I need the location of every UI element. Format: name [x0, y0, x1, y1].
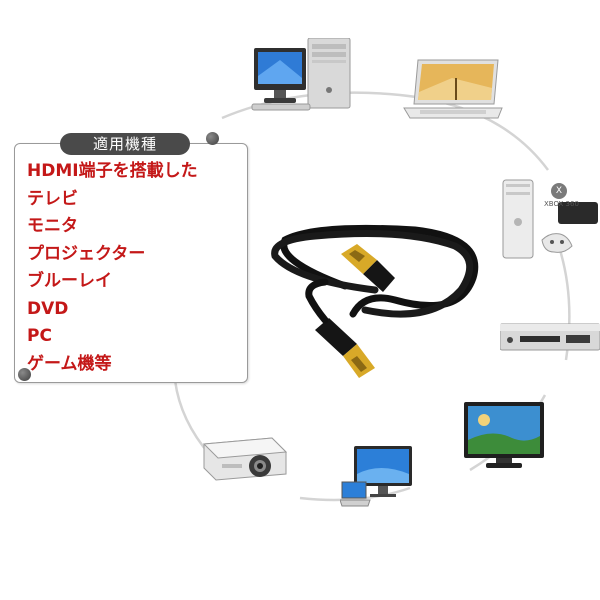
desktop-pc-icon [251, 38, 351, 111]
monitor-icon [340, 446, 412, 507]
flat-tv-icon [464, 402, 544, 468]
xbox-label: XBOX 360 [544, 200, 579, 208]
list-item: DVD [27, 298, 69, 319]
card-dot-top-right [206, 132, 219, 145]
list-item: ゲーム機等 [27, 353, 112, 374]
hdmi-cable-icon [271, 224, 479, 378]
card-dot-bottom-left [18, 368, 31, 381]
list-item: プロジェクター [27, 243, 146, 264]
compatible-devices-card [14, 143, 248, 383]
projector-icon [202, 437, 288, 481]
xbox-logo-icon: X [551, 183, 567, 199]
list-item: モニタ [27, 216, 78, 236]
bluray-player-icon [500, 323, 600, 351]
card-title: 適用機種 [60, 133, 190, 155]
list-item: ブルーレイ [27, 271, 112, 291]
list-item: テレビ [27, 188, 78, 209]
compatible-devices-list: HDMI端子を搭載した テレビ モニタ プロジェクター ブルーレイ DVD PC… [27, 158, 198, 378]
game-console-icon [502, 179, 598, 259]
laptop-icon [403, 59, 503, 119]
list-item: HDMI端子を搭載した [27, 161, 198, 181]
list-item: PC [27, 326, 52, 346]
